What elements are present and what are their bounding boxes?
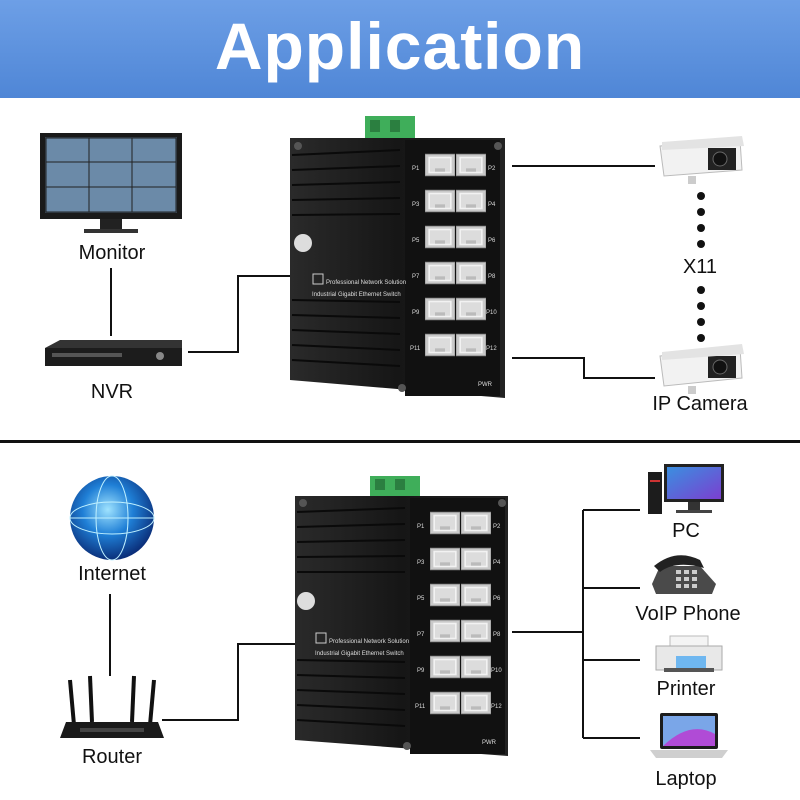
label-nvr: NVR [90, 381, 134, 403]
port-label: P6 [493, 596, 501, 602]
port-label: P8 [493, 632, 501, 638]
port-label: P4 [493, 560, 501, 566]
label-internet: Internet [78, 563, 146, 585]
port-label: P3 [417, 560, 425, 566]
switch-top: Professional Network Solution Industrial… [290, 116, 505, 398]
section-divider [0, 440, 800, 443]
port-label: P2 [493, 524, 501, 530]
label-monitor: Monitor [78, 242, 146, 264]
router-icon [60, 675, 164, 738]
port-label: P2 [488, 166, 496, 172]
ip-camera-icon [659, 344, 744, 394]
label-router: Router [81, 746, 143, 768]
port-label: P3 [412, 202, 420, 208]
port-label: P7 [412, 274, 420, 280]
label-pc: PC [672, 520, 700, 542]
port-label: P10 [486, 310, 497, 316]
switch-label-line1: Professional Network Solution [329, 639, 409, 645]
pc-icon [648, 464, 724, 514]
connection-lines-top [110, 165, 655, 379]
camera-ellipsis [697, 192, 705, 342]
ip-camera-icon [659, 136, 744, 184]
port-label: P1 [412, 166, 420, 172]
port-label: P11 [415, 704, 426, 710]
header-banner [0, 0, 800, 98]
label-camera-count: X11 [682, 256, 718, 278]
port-label: P10 [491, 668, 502, 674]
port-label: P1 [417, 524, 425, 530]
port-label: P4 [488, 202, 496, 208]
port-label: P12 [486, 346, 497, 352]
port-label: P5 [417, 596, 425, 602]
port-label: P6 [488, 238, 496, 244]
port-label: P12 [491, 704, 502, 710]
logo-icon [297, 592, 315, 610]
port-label: P8 [488, 274, 496, 280]
switch-label-line2: Industrial Gigabit Ethernet Switch [312, 292, 401, 298]
port-label: P7 [417, 632, 425, 638]
port-label: P5 [412, 238, 420, 244]
nvr-icon [45, 340, 182, 366]
switch-label-line2: Industrial Gigabit Ethernet Switch [315, 651, 404, 657]
port-label: P11 [410, 346, 421, 352]
port-label: P9 [417, 668, 425, 674]
label-printer: Printer [656, 678, 716, 700]
phone-icon [652, 555, 716, 594]
pwr-label: PWR [478, 382, 493, 388]
pwr-label: PWR [482, 740, 497, 746]
switch-bottom: Professional Network Solution Industrial… [295, 476, 508, 756]
monitor-icon [40, 133, 182, 233]
port-label: P9 [412, 310, 420, 316]
label-voip-phone: VoIP Phone [635, 603, 741, 625]
page-title: Application [214, 9, 586, 83]
laptop-icon [650, 713, 728, 758]
switch-label-line1: Professional Network Solution [326, 280, 406, 286]
printer-icon [655, 635, 723, 672]
connection-lines-bottom [109, 509, 640, 739]
globe-icon [69, 475, 155, 561]
logo-icon [294, 234, 312, 252]
label-laptop: Laptop [655, 768, 717, 790]
label-ip-camera: IP Camera [652, 393, 748, 415]
